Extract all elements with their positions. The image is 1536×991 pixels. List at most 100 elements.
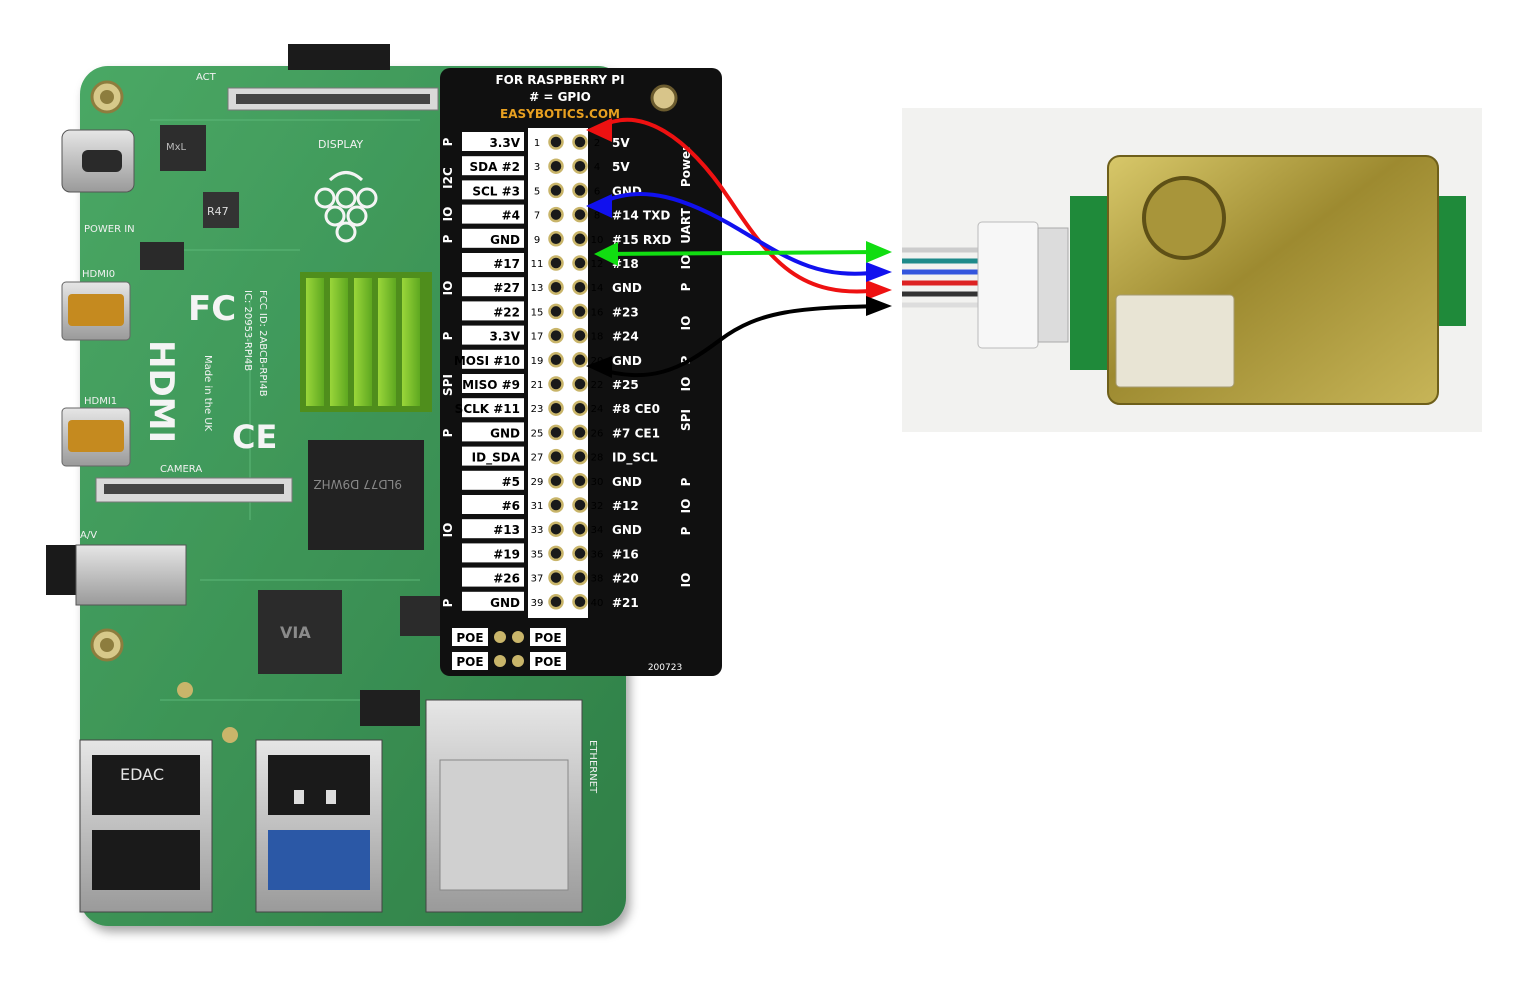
pin-number: 24 (591, 404, 604, 415)
wire-green (599, 250, 881, 256)
pin-number: 6 (594, 186, 600, 197)
regulator-chip (140, 242, 184, 270)
right-pin-label: GND (612, 475, 642, 489)
svg-text:9LD77 D9WHZ: 9LD77 D9WHZ (313, 477, 402, 491)
header-pin-icon (548, 352, 564, 368)
poe-label: POE (534, 631, 561, 645)
poe-label: POE (534, 655, 561, 669)
header-pin-icon (548, 327, 564, 344)
left-pin-label: ID_SDA (472, 451, 521, 466)
header-pin-icon (572, 352, 588, 368)
pin-number: 11 (531, 259, 544, 270)
left-group-label: SPI (441, 374, 455, 396)
right-pin-label: #16 (612, 547, 639, 561)
left-pin-label: #26 (493, 572, 520, 586)
right-pin-label: #21 (612, 596, 639, 610)
silk-fcc-id: FCC ID: 2ABCB-RPI4B (257, 290, 268, 397)
header-pin-icon (548, 569, 564, 586)
header-pin-icon (572, 594, 588, 610)
arrow-head-icon (866, 296, 892, 316)
header-pin-icon (572, 279, 588, 295)
poe-pad-icon (512, 655, 524, 667)
left-pin-label: 3.3V (489, 136, 520, 150)
right-group-label: IO (679, 573, 693, 588)
left-group-label: P (441, 331, 455, 340)
left-pin-label: #27 (493, 281, 520, 295)
sensor-cable (902, 247, 980, 308)
hdmi-logo: HDMI (141, 340, 181, 443)
card-website: EASYBOTICS.COM (500, 107, 620, 121)
left-pin-label: SCL #3 (472, 184, 520, 198)
arrow-head-icon (586, 118, 612, 142)
pin-number: 26 (591, 428, 604, 439)
pin-number: 20 (591, 356, 604, 367)
usb2-port: EDAC (79, 739, 213, 913)
pin-number: 35 (531, 549, 544, 560)
silk-made-in: Made in the UK (202, 355, 213, 432)
right-pin-label: #23 (612, 305, 639, 319)
right-pin-label: #18 (612, 257, 639, 271)
pin-number: 31 (531, 501, 544, 512)
pin-number: 2 (594, 138, 600, 149)
right-pin-label: #12 (612, 499, 639, 513)
pin-number: 9 (534, 235, 540, 246)
header-pin-icon (572, 327, 588, 344)
header-pin-icon (572, 303, 588, 320)
sensor-filter (1115, 294, 1235, 388)
right-group-label: P (679, 526, 693, 535)
pin-strip (528, 128, 588, 618)
right-pin-label: #20 (612, 572, 639, 586)
left-group-label: P (441, 137, 455, 146)
pin-number: 14 (591, 283, 604, 294)
pin-number: 38 (591, 574, 604, 585)
right-group-label: P (679, 477, 693, 486)
arrow-head-icon (866, 262, 892, 282)
pin-number: 34 (591, 525, 604, 536)
header-pin-icon (548, 400, 564, 416)
fcc-logo: FC (188, 289, 236, 329)
left-pin-label: #6 (502, 499, 520, 513)
right-group-label: IO (679, 377, 693, 392)
arrow-head-icon (866, 241, 892, 263)
inductor (203, 192, 239, 228)
pin-number: 28 (591, 453, 604, 464)
pin-number: 40 (591, 598, 604, 609)
arrow-head-icon (586, 356, 612, 378)
svg-text:HDMI1: HDMI1 (84, 396, 117, 407)
header-pin-icon (572, 255, 588, 271)
left-pin-label: SDA #2 (470, 160, 520, 174)
poe-pad-icon (494, 631, 506, 643)
header-pin-icon (548, 279, 564, 295)
right-group-label: SPI (679, 409, 693, 431)
right-group-label: IO (679, 316, 693, 331)
pin-number: 7 (534, 211, 540, 222)
header-pin-icon (548, 158, 564, 174)
pin-number: 12 (591, 259, 604, 270)
header-pin-icon (572, 424, 588, 441)
header-pin-icon (548, 134, 564, 150)
silk-ic: IC: 20953-RPI4B (242, 290, 253, 371)
left-group-label: IO (441, 523, 455, 538)
heatsink (300, 272, 432, 412)
header-pin-icon (548, 206, 564, 223)
header-pin-icon (572, 400, 588, 416)
raspberry-logo-icon (314, 171, 378, 243)
pin-number: 5 (534, 186, 540, 197)
header-pin-icon (572, 158, 588, 174)
pin-number: 32 (591, 501, 604, 512)
svg-text:MxL: MxL (166, 142, 187, 153)
pin-number: 30 (591, 477, 604, 488)
right-group-label: P (679, 282, 693, 291)
pin-number: 22 (591, 380, 604, 391)
pin-number: 10 (591, 235, 604, 246)
